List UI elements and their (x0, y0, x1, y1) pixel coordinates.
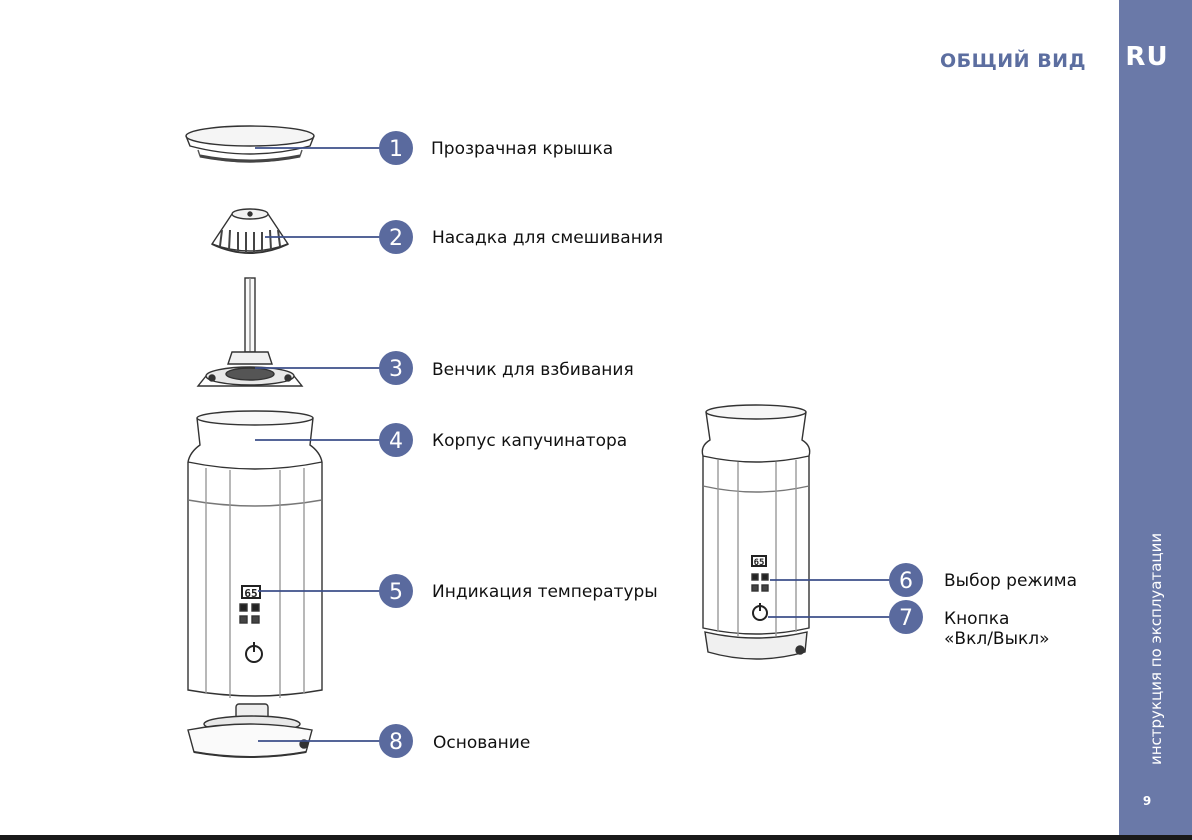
lid-illustration (186, 126, 314, 162)
callout-number-2: 2 (389, 226, 403, 251)
sidebar-caption: инструкция по эксплуатации (1147, 533, 1165, 765)
callout-number-1: 1 (389, 137, 403, 162)
temperature-readout-exploded: 65 (244, 587, 257, 600)
assembled-frother-illustration (702, 405, 809, 659)
part-label-mixing-attachment: Насадка для смешивания (432, 228, 663, 248)
exploded-view-diagram: 1 2 3 4 5 6 7 8 65 65 (0, 0, 1119, 835)
part-label-mode-selector: Выбор режима (944, 571, 1077, 591)
part-label-temperature-indicator: Индикация температуры (432, 582, 658, 602)
temperature-readout-assembled: 65 (754, 558, 765, 568)
part-label-power-button: Кнопка «Вкл/Выкл» (944, 609, 1050, 649)
part-label-whisk: Венчик для взбивания (432, 360, 634, 380)
part-label-lid: Прозрачная крышка (431, 139, 613, 159)
language-code: RU (1119, 42, 1175, 72)
callout-number-4: 4 (389, 429, 403, 454)
mixing-attachment-illustration (212, 209, 288, 253)
body-illustration (188, 411, 322, 698)
power-button-label-line2: «Вкл/Выкл» (944, 629, 1050, 649)
callout-number-3: 3 (389, 357, 403, 382)
part-label-base: Основание (433, 733, 530, 753)
base-illustration (188, 704, 312, 757)
callout-number-6: 6 (899, 569, 913, 594)
whisk-illustration (198, 278, 302, 386)
callout-number-5: 5 (389, 580, 403, 605)
page-number: 9 (1135, 794, 1159, 808)
callout-number-7: 7 (899, 606, 913, 631)
part-label-body: Корпус капучинатора (432, 431, 627, 451)
callout-number-8: 8 (389, 730, 403, 755)
power-button-label-line1: Кнопка (944, 609, 1050, 629)
bottom-rule (0, 835, 1192, 840)
